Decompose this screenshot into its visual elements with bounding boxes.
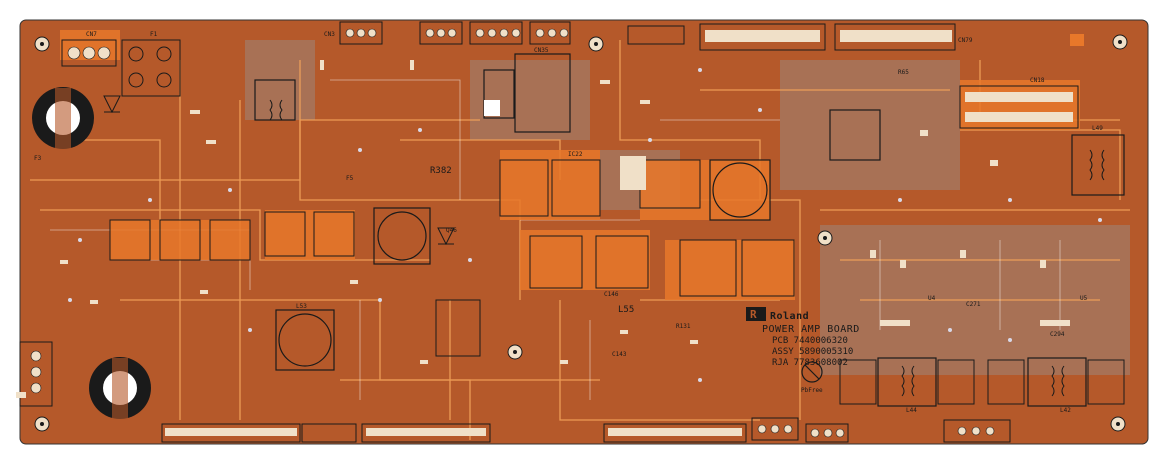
- refdes-cn7: CN7: [86, 31, 97, 38]
- refdes-c294: C294: [1050, 331, 1065, 338]
- pbfree-label: PbFree: [801, 387, 823, 394]
- refdes-r65: R65: [898, 69, 909, 76]
- refdes-l53: L53: [296, 303, 307, 310]
- connector-headers: [19, 21, 1079, 443]
- refdes-cn79: CN79: [958, 37, 973, 44]
- svg-text:R: R: [750, 308, 757, 321]
- refdes-l55: L55: [618, 305, 634, 315]
- refdes-q46: Q46: [446, 227, 457, 234]
- roland-logo: R Roland: [746, 307, 809, 322]
- ic-packages: [254, 53, 881, 161]
- refdes-c271: C271: [966, 301, 981, 308]
- refdes-l44: L44: [906, 407, 917, 414]
- refdes-l49: L49: [1092, 125, 1103, 132]
- refdes-f1: F1: [150, 31, 158, 38]
- refdes-f5: F5: [346, 175, 354, 182]
- refdes-r382: R382: [430, 166, 452, 176]
- refdes-cn18: CN18: [1030, 77, 1045, 84]
- pbfree-logo: PbFree: [801, 361, 823, 394]
- refdes-l42: L42: [1060, 407, 1071, 414]
- refdes-u4: U4: [928, 295, 936, 302]
- refdes-r131: R131: [676, 323, 691, 330]
- header-pin-rows: [165, 30, 1073, 436]
- refdes-cn35: CN35: [534, 47, 549, 54]
- power-inductors: [275, 134, 1125, 407]
- connector-pins: [30, 28, 995, 438]
- copper-pours: [60, 30, 1080, 300]
- fuse-holder: [121, 39, 181, 97]
- transformer-symbols: [269, 99, 1105, 397]
- reference-designators: CN7 F1 CN3 CN35 CN79 CN18 R65 IC22 R382 …: [34, 31, 1103, 414]
- refdes-f3: F3: [34, 155, 42, 162]
- refdes-ic22: IC22: [568, 151, 583, 158]
- smd-pads: [16, 34, 1084, 398]
- rja-number: RJA 7783608002: [772, 358, 848, 368]
- pcb-number: PCB 7440006320: [772, 336, 848, 346]
- refdes-c143: C143: [612, 351, 627, 358]
- vias: [68, 68, 1102, 382]
- refdes-u5: U5: [1080, 295, 1088, 302]
- brand-name: Roland: [770, 311, 809, 322]
- refdes-cn3: CN3: [324, 31, 335, 38]
- refdes-c146: C146: [604, 291, 619, 298]
- capacitor-outlines: [109, 159, 1125, 405]
- assy-number: ASSY 5890005310: [772, 347, 853, 357]
- toroid-coils: [32, 87, 151, 420]
- board-title: POWER AMP BOARD: [762, 324, 860, 335]
- diodes: [103, 95, 455, 246]
